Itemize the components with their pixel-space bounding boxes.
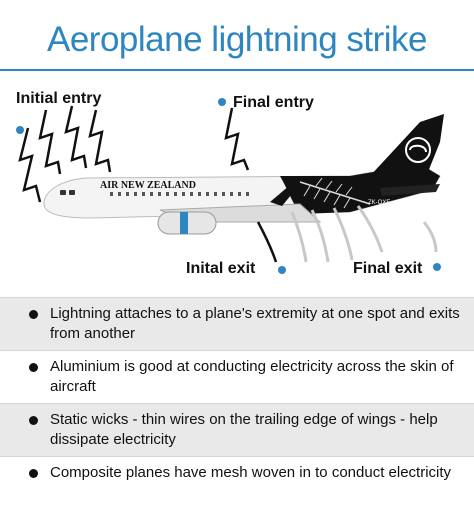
bullet-dot — [29, 363, 38, 372]
koru-logo — [405, 137, 431, 163]
final-exit-streaks — [290, 205, 438, 263]
list-item: Aluminium is good at conducting electric… — [0, 350, 474, 403]
livery-text: AIR NEW ZEALAND — [100, 180, 196, 191]
initial-exit-streaks — [256, 221, 278, 263]
fact-text: Aluminium is good at conducting electric… — [50, 358, 454, 395]
list-item: Composite planes have mesh woven in to c… — [0, 456, 474, 489]
title-underline — [0, 69, 474, 71]
bolt-1 — [18, 127, 42, 203]
bullet-dot — [29, 416, 38, 425]
windows — [60, 190, 75, 195]
fact-text: Composite planes have mesh woven in to c… — [50, 464, 452, 481]
wing-tip — [270, 180, 300, 206]
fuselage-black-rear — [280, 164, 440, 214]
bullet-dot — [29, 469, 38, 478]
koru-inner — [409, 144, 427, 153]
fact-text: Lightning attaches to a plane's extremit… — [50, 305, 460, 342]
list-item: Lightning attaches to a plane's extremit… — [0, 297, 474, 350]
final-entry-bolt — [224, 107, 250, 171]
fern-leaves — [303, 177, 353, 209]
bolt-2 — [38, 109, 62, 175]
bullet-dot — [29, 310, 38, 319]
initial-entry-label: Initial entry — [16, 90, 102, 107]
cabin-windows — [110, 192, 249, 196]
initial-exit-label: Inital exit — [186, 260, 256, 277]
initial-entry-marker — [16, 126, 24, 134]
registration-text: ZK-OXE — [368, 200, 390, 206]
engine-band — [180, 212, 188, 234]
initial-entry-bolts — [18, 105, 112, 203]
fact-text: Static wicks - thin wires on the trailin… — [50, 411, 438, 448]
lightning-strike-diagram: AIR NEW ZEALAND ZK-OXE — [16, 98, 444, 274]
initial-exit-marker — [278, 266, 286, 274]
list-item: Static wicks - thin wires on the trailin… — [0, 403, 474, 456]
horizontal-stabiliser — [380, 184, 440, 196]
page-title: Aeroplane lightning strike — [46, 20, 428, 59]
aircraft: AIR NEW ZEALAND ZK-OXE — [43, 114, 444, 235]
final-exit-marker — [433, 263, 441, 271]
final-exit-label: Final exit — [353, 260, 423, 277]
facts-list: Lightning attaches to a plane's extremit… — [0, 297, 474, 489]
bolt-4 — [88, 109, 112, 173]
bolt-3 — [64, 105, 88, 169]
fern-frond — [299, 181, 371, 205]
final-entry-marker — [218, 98, 226, 106]
final-entry-label: Final entry — [233, 94, 314, 111]
